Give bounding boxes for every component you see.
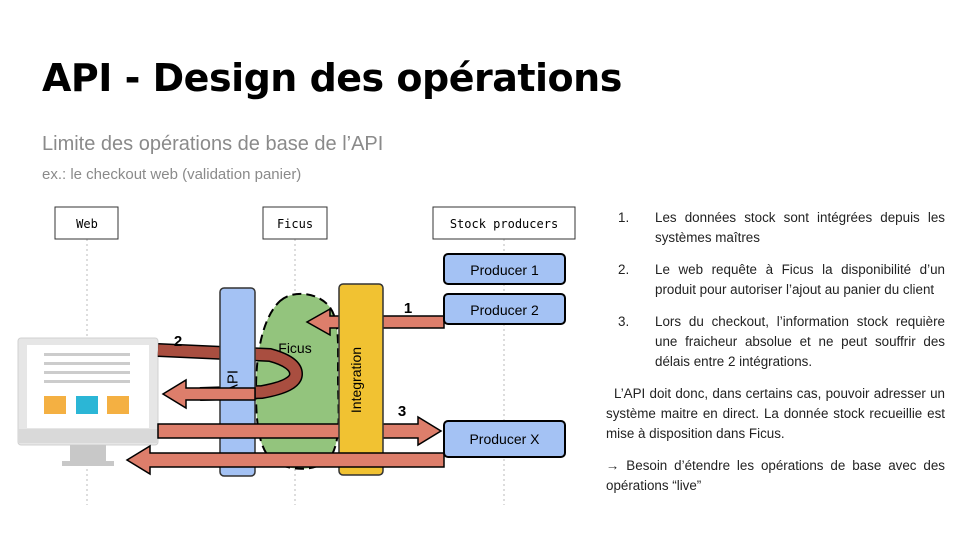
lane-producers-label: Stock producers: [450, 217, 558, 231]
steps-list: 1. Les données stock sont intégrées depui…: [606, 208, 945, 372]
step-2-number: 2: [174, 333, 182, 350]
step-1-number: 1: [404, 300, 412, 317]
step-3-number: 3: [398, 403, 406, 420]
step-item-number: 1.: [618, 210, 630, 225]
explanation-paragraph: L’API doit donc, dans certains cas, pouv…: [606, 386, 945, 441]
step2-return-arrow: [161, 378, 256, 410]
step-item-3: 3. Lors du checkout, l’information stock …: [606, 312, 945, 372]
slide-subnote: ex.: le checkout web (validation panier): [42, 166, 302, 183]
step-item-number: 2.: [618, 262, 630, 277]
loop-arrow-request: [157, 344, 302, 400]
step-item-number: 3.: [618, 314, 630, 329]
lane-ficus-label: Ficus: [277, 217, 313, 231]
lane-web: Web: [54, 206, 119, 240]
conclusion-paragraph: → Besoin d’étendre les opérations de bas…: [606, 458, 945, 493]
step-item-1: 1. Les données stock sont intégrées depui…: [606, 208, 945, 248]
step-item-text: Lors du checkout, l’information stock re…: [655, 314, 945, 369]
integration-bar: [338, 283, 384, 476]
ficus-label: Ficus: [278, 340, 311, 356]
step-item-2: 2. Le web requête à Ficus la disponibilit…: [606, 260, 945, 300]
producer-1: Producer 1: [443, 253, 566, 285]
slide-subtitle: Limite des opérations de base de l’API: [42, 133, 384, 155]
producer-x-label: Producer X: [469, 431, 540, 447]
lane-stock-producers: Stock producers: [432, 206, 576, 240]
producer-2: Producer 2: [443, 293, 566, 325]
notes-panel: 1. Les données stock sont intégrées depui…: [606, 208, 945, 508]
lane-ficus: Ficus: [262, 206, 328, 240]
producer-2-label: Producer 2: [470, 302, 539, 318]
step-item-text: Les données stock sont intégrées depuis …: [655, 210, 945, 245]
sequence-diagram: Web Ficus Stock producers Ficus API Int: [17, 206, 576, 505]
desktop-computer-icon: [17, 337, 159, 466]
producer-1-label: Producer 1: [470, 262, 539, 278]
slide-title: API - Design des opérations: [42, 56, 622, 100]
step-item-text: Le web requête à Ficus la disponibilité …: [655, 262, 945, 297]
producer-x: Producer X: [443, 420, 566, 458]
integration-label: Integration: [348, 347, 364, 413]
step3-response-arrow: [125, 444, 445, 476]
lane-web-label: Web: [76, 217, 98, 231]
